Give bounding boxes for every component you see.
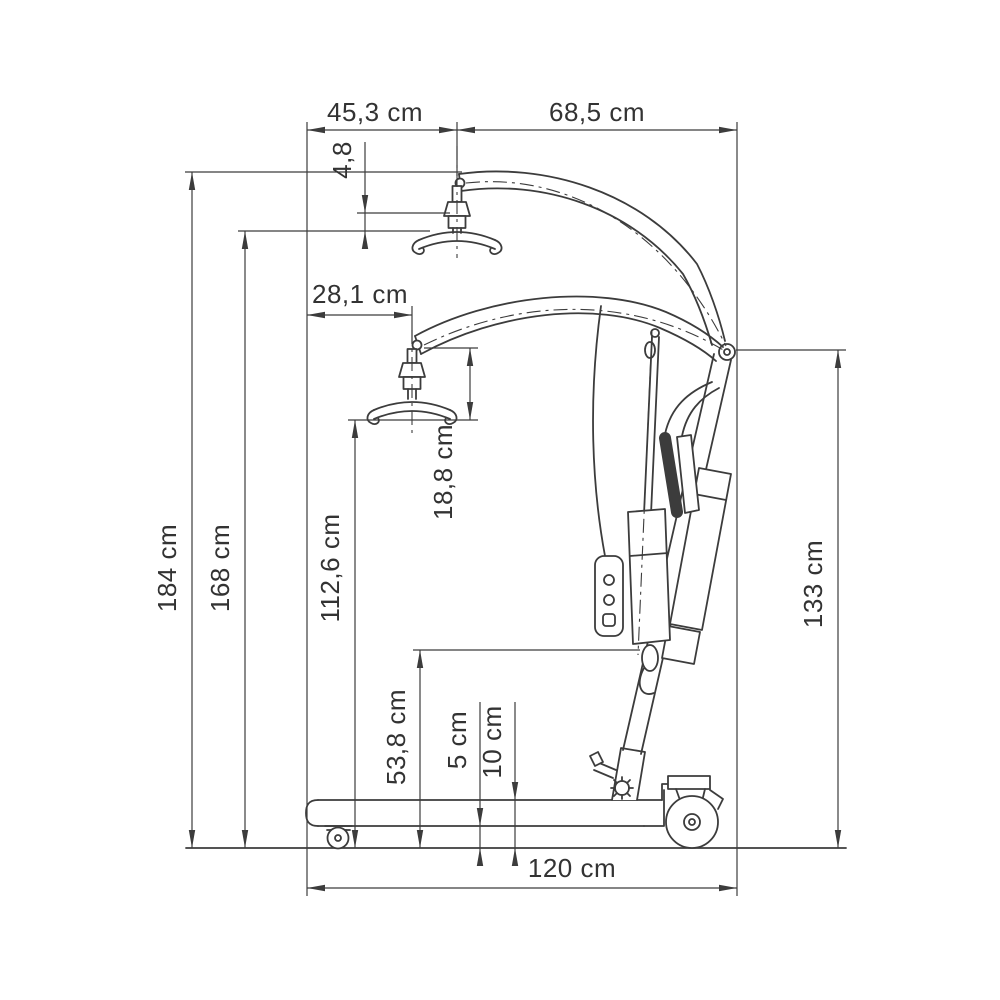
- actuator-centerline: [637, 329, 653, 656]
- boom-raised-centerline: [465, 181, 727, 347]
- dim-label-base-length: 120 cm: [528, 853, 616, 883]
- dimension-labels: 45,3 cm 68,5 cm 4,8 28,1 cm 18,8 cm 184 …: [152, 97, 828, 883]
- lift-drawing: [185, 170, 847, 850]
- dim-label-hanger-height-max: 168 cm: [205, 524, 235, 612]
- dim-label-top-span-left: 45,3 cm: [327, 97, 423, 127]
- dimension-lines: [188, 126, 842, 892]
- extension-lines: [185, 122, 846, 896]
- push-handle: [659, 381, 720, 518]
- hand-control-pendant: [592, 305, 624, 637]
- front-caster-wheel: [324, 825, 353, 850]
- control-box: [661, 467, 732, 665]
- dim-label-hanger-drop: 18,8 cm: [428, 424, 458, 520]
- dim-label-mid-reach: 28,1 cm: [312, 279, 408, 309]
- dim-label-hanger-offset: 4,8: [327, 141, 357, 179]
- dim-label-mast-height: 133 cm: [798, 540, 828, 628]
- dim-label-ground-clearance: 5 cm: [442, 711, 472, 769]
- base-leg: [305, 783, 673, 827]
- boom-raised-position: [454, 170, 726, 346]
- dim-label-hanger-height-mid: 112,6 cm: [315, 513, 345, 622]
- actuator: [627, 328, 671, 695]
- boom-lowered-position: [411, 295, 724, 362]
- boom-mid-centerline: [423, 308, 726, 352]
- rear-caster-wheel: [665, 775, 724, 849]
- dim-label-top-span-right: 68,5 cm: [549, 97, 645, 127]
- dim-label-base-height: 10 cm: [477, 705, 507, 778]
- foot-pedal: [589, 751, 634, 800]
- centerlines: [411, 146, 727, 656]
- dim-label-overall-height: 184 cm: [152, 524, 182, 612]
- dim-label-hook-height-min: 53,8 cm: [381, 689, 411, 785]
